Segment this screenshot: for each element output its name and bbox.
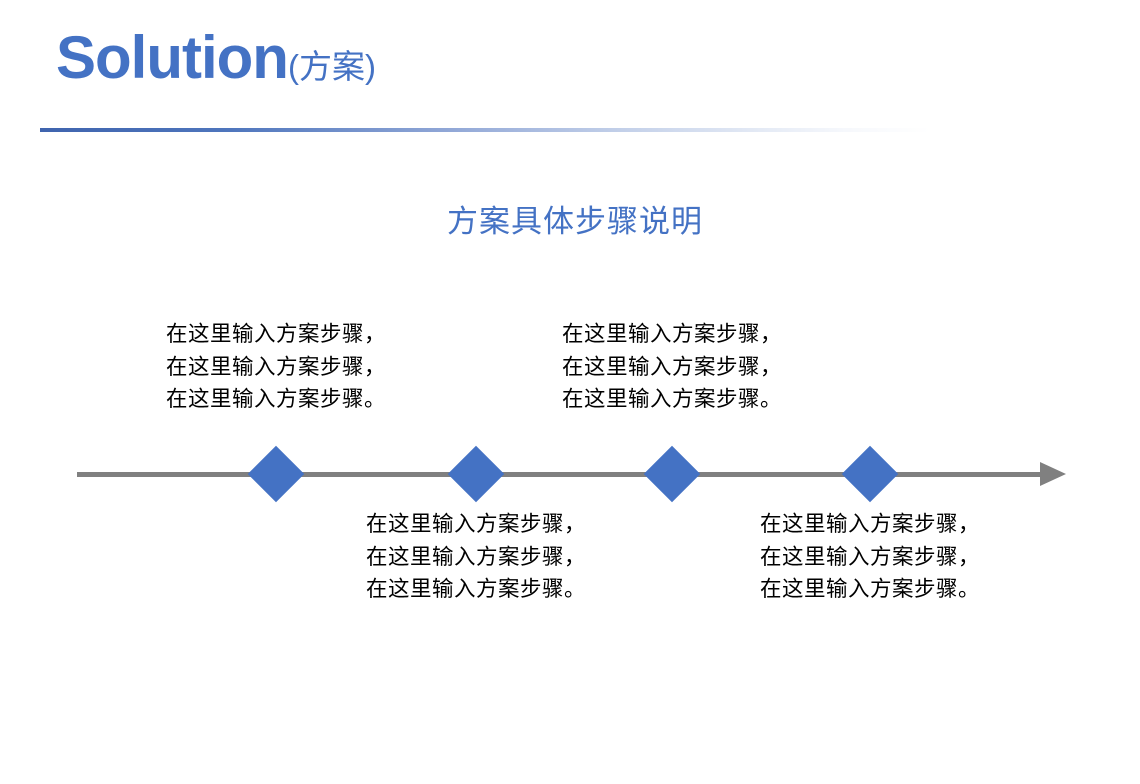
page-title: Solution(方案) (56, 28, 376, 88)
page-title-chinese: (方案) (287, 48, 376, 85)
page-title-english: Solution (56, 24, 289, 91)
title-divider (40, 128, 1100, 132)
arrow-right-icon (1040, 462, 1066, 486)
timeline-axis-line (77, 472, 1052, 477)
timeline-node-1[interactable] (247, 445, 305, 503)
step-caption-4: 在这里输入方案步骤，在这里输入方案步骤，在这里输入方案步骤。 (759, 512, 980, 602)
section-subtitle: 方案具体步骤说明 (447, 204, 703, 239)
timeline-node-4[interactable] (841, 445, 899, 503)
timeline-node-3[interactable] (643, 445, 701, 503)
step-caption-3: 在这里输入方案步骤，在这里输入方案步骤，在这里输入方案步骤。 (561, 322, 782, 412)
timeline-node-2[interactable] (447, 445, 505, 503)
step-caption-2: 在这里输入方案步骤，在这里输入方案步骤，在这里输入方案步骤。 (365, 512, 586, 602)
step-caption-1: 在这里输入方案步骤，在这里输入方案步骤，在这里输入方案步骤。 (165, 322, 386, 412)
